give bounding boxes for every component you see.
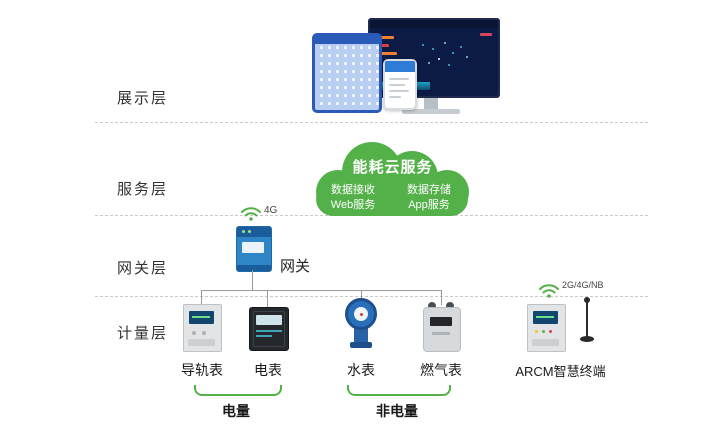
arcm-led-green	[542, 330, 545, 333]
connector-drop-rail-meter	[201, 290, 202, 304]
arcm-led-yellow	[535, 330, 538, 333]
cloud-title: 能耗云服务	[352, 159, 433, 176]
gateway-label: 网关	[280, 258, 311, 275]
gateway-wireless-label: 4G	[264, 205, 278, 216]
arcm-terminal-screen	[533, 311, 558, 324]
rail-meter-terminal-band	[188, 339, 215, 346]
meter-label-arcm: ARCM智慧终端	[515, 364, 606, 379]
water-meter-flange	[350, 342, 372, 348]
cloud-item-app-service: App服务	[408, 199, 450, 211]
gas-meter-device	[423, 302, 461, 352]
connector-drop-water-meter	[361, 290, 362, 298]
connector-drop-power-meter	[267, 290, 268, 307]
bracket-electric	[194, 385, 282, 396]
rail-meter-screen-digits	[192, 316, 210, 318]
rail-meter-button-2	[202, 331, 206, 335]
meter-label-power: 电表	[254, 362, 282, 378]
monitor-stand-base	[402, 109, 460, 114]
layer-divider-3	[95, 296, 648, 297]
gateway-top-panel	[237, 227, 271, 237]
antenna-base	[580, 336, 594, 342]
power-meter-display	[256, 315, 282, 325]
layer-divider-1	[95, 122, 648, 123]
gateway-led-1	[242, 230, 245, 233]
tablet-device	[312, 33, 382, 113]
antenna-rod	[586, 302, 588, 338]
layer-label-service: 服务层	[117, 181, 169, 198]
group-label-non-electric: 非电量	[376, 403, 418, 419]
cloud-item-web-service: Web服务	[330, 199, 376, 211]
meter-label-water: 水表	[347, 362, 375, 378]
antenna-tip	[584, 297, 590, 303]
bracket-non-electric	[347, 385, 451, 396]
monitor-alert-badge	[480, 33, 492, 36]
arcm-terminal-band	[532, 339, 559, 346]
gas-meter-body	[423, 307, 461, 352]
monitor-topbar	[370, 20, 498, 28]
connector-gateway-drop	[252, 270, 253, 290]
monitor-stand-neck	[424, 98, 438, 109]
water-meter-device	[342, 296, 380, 350]
rail-meter-button-1	[192, 331, 196, 335]
rail-meter-screen	[189, 311, 214, 324]
monitor-screen	[368, 18, 500, 98]
arcm-terminal-screen-digits	[536, 316, 554, 318]
arcm-wireless-label: 2G/4G/NB	[562, 280, 604, 290]
layer-label-metering: 计量层	[117, 325, 169, 342]
monitor-map-dots	[422, 44, 424, 46]
wifi-signal-icon	[241, 207, 261, 221]
rail-meter-device	[183, 304, 222, 352]
power-meter-indicator-row-2	[256, 335, 272, 337]
power-meter-device	[249, 307, 289, 351]
tablet-header	[315, 36, 379, 44]
gas-meter-display	[430, 317, 452, 326]
gateway-led-2	[248, 230, 251, 233]
connector-bus	[201, 290, 441, 291]
phone-header	[385, 61, 415, 72]
power-meter-frame	[253, 311, 285, 347]
cloud-shape	[316, 142, 469, 216]
gas-meter-pipe-2	[446, 302, 454, 310]
monitor-stat-bar-1	[378, 36, 394, 39]
gateway-label-area	[242, 242, 264, 253]
wifi-signal-icon	[539, 284, 559, 298]
layer-label-gateway: 网关层	[117, 260, 169, 277]
water-meter-dial	[345, 298, 377, 330]
power-meter-indicator-row-1	[256, 330, 282, 332]
gateway-device	[236, 226, 272, 272]
gas-meter-label-line	[432, 332, 450, 335]
arcm-led-red	[549, 330, 552, 333]
arcm-terminal-device	[527, 304, 566, 352]
group-label-electric: 电量	[222, 403, 250, 419]
monitor-stat-bar-2	[378, 44, 389, 47]
phone-content-line-4	[389, 96, 401, 98]
phone-device	[383, 59, 417, 110]
phone-content-line-1	[389, 78, 409, 80]
connector-drop-gas-meter	[441, 290, 442, 305]
phone-content-line-3	[389, 90, 409, 92]
layer-label-display: 展示层	[117, 90, 169, 107]
cloud-item-data-storage: 数据存储	[407, 184, 451, 196]
gateway-bottom-panel	[237, 265, 271, 271]
phone-content-line-2	[389, 84, 405, 86]
meter-label-gas: 燃气表	[420, 362, 462, 378]
cloud-item-data-receive: 数据接收	[331, 184, 375, 196]
gas-meter-pipe-1	[428, 302, 436, 310]
water-meter-needle	[360, 313, 363, 316]
meter-label-rail: 导轨表	[181, 362, 223, 378]
monitor-stat-bar-3	[378, 52, 397, 55]
